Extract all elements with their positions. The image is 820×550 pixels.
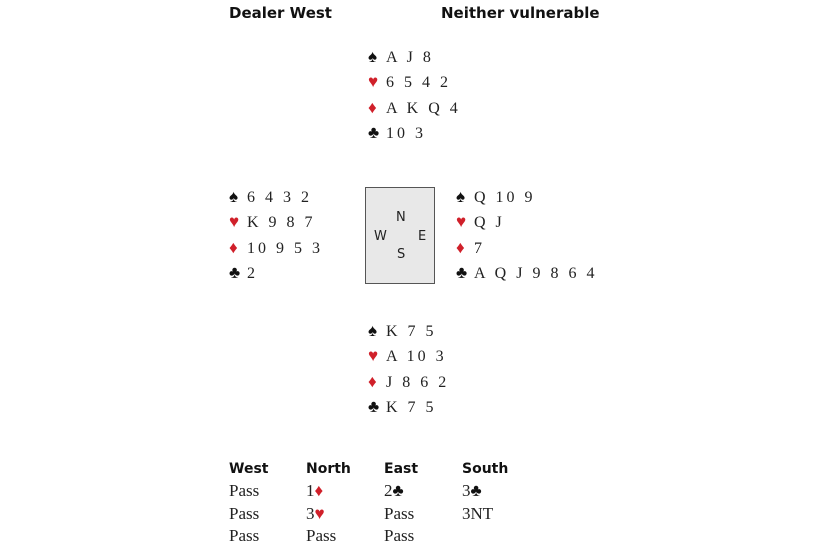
south-spades-row: ♠ K 7 5 [368, 319, 437, 343]
bid-text: Pass [384, 503, 415, 523]
south-clubs-row: ♣ K 7 5 [368, 395, 437, 419]
heart-icon: ♥ [314, 503, 325, 523]
auction-header-west: West [229, 461, 269, 477]
bid-text: 3 [306, 503, 315, 523]
card-list: Q 10 9 [474, 189, 536, 206]
north-clubs-row: ♣ 10 3 [368, 121, 426, 145]
auction-bid: Pass [229, 481, 259, 501]
bid-text: Pass [306, 526, 337, 545]
compass-east: E [418, 229, 427, 244]
card-list: 10 9 5 3 [247, 240, 323, 257]
compass-box: N W E S [365, 187, 435, 284]
card-list: J 8 6 2 [386, 374, 450, 391]
west-diamonds-row: ♦ 10 9 5 3 [229, 236, 323, 260]
west-clubs-row: ♣2 [229, 261, 258, 285]
compass-south: S [397, 247, 406, 262]
north-diamonds-row: ♦ A K Q 4 [368, 96, 461, 120]
card-list: 6 4 3 2 [247, 189, 312, 206]
card-list: A Q J 9 8 6 4 [474, 265, 598, 282]
card-list: 7 [474, 240, 485, 257]
south-diamonds-row: ♦ J 8 6 2 [368, 370, 449, 394]
bid-text: Pass [229, 503, 260, 523]
vulnerability-label: Neither vulnerable [441, 4, 600, 22]
auction-bid: 2♣ [384, 481, 404, 501]
bid-text: 3NT [462, 503, 494, 523]
card-list: Q J [474, 214, 505, 231]
east-clubs-row: ♣ A Q J 9 8 6 4 [456, 261, 597, 285]
diamond-icon: ♦ [368, 98, 377, 117]
bid-text: Pass [229, 481, 260, 500]
east-spades-row: ♠ Q 10 9 [456, 185, 536, 209]
bid-text: 1 [306, 481, 315, 500]
east-diamonds-row: ♦7 [456, 236, 485, 260]
club-icon: ♣ [470, 481, 482, 500]
diamond-icon: ♦ [368, 372, 377, 391]
auction-bid: 3♥ [306, 504, 325, 524]
club-icon: ♣ [368, 123, 380, 142]
compass-west: W [374, 229, 387, 244]
club-icon: ♣ [229, 263, 241, 282]
auction-bid: 3♣ [462, 481, 482, 501]
card-list: A 10 3 [386, 348, 447, 365]
north-hearts-row: ♥ 6 5 4 2 [368, 70, 451, 94]
spade-icon: ♠ [368, 321, 378, 340]
diamond-icon: ♦ [456, 238, 465, 257]
east-hearts-row: ♥ Q J [456, 210, 505, 234]
club-icon: ♣ [368, 397, 380, 416]
auction-bid: Pass [229, 504, 259, 524]
auction-header-north: North [306, 461, 351, 477]
auction-bid: 1♦ [306, 481, 323, 501]
spade-icon: ♠ [229, 187, 239, 206]
auction-bid: Pass [384, 504, 414, 524]
west-hearts-row: ♥ K 9 8 7 [229, 210, 316, 234]
spade-icon: ♠ [368, 47, 378, 66]
spade-icon: ♠ [456, 187, 466, 206]
compass-north: N [396, 210, 406, 225]
card-list: 6 5 4 2 [386, 74, 451, 91]
club-icon: ♣ [392, 481, 404, 500]
card-list: 2 [247, 265, 258, 282]
heart-icon: ♥ [456, 212, 467, 231]
auction-header-east: East [384, 461, 419, 477]
west-spades-row: ♠ 6 4 3 2 [229, 185, 312, 209]
heart-icon: ♥ [368, 346, 379, 365]
card-list: A K Q 4 [386, 100, 461, 117]
card-list: K 7 5 [386, 323, 437, 340]
bid-text: 3 [462, 481, 471, 500]
heart-icon: ♥ [229, 212, 240, 231]
dealer-label: Dealer West [229, 4, 332, 22]
north-spades-row: ♠ A J 8 [368, 45, 434, 69]
auction-bid: Pass [384, 526, 414, 546]
card-list: A J 8 [386, 49, 434, 66]
card-list: K 7 5 [386, 399, 437, 416]
bid-text: 2 [384, 481, 393, 500]
heart-icon: ♥ [368, 72, 379, 91]
auction-header-south: South [462, 461, 509, 477]
auction-bid: Pass [306, 526, 336, 546]
diamond-icon: ♦ [229, 238, 238, 257]
diamond-icon: ♦ [314, 481, 324, 500]
bid-text: Pass [229, 526, 260, 545]
auction-bid: Pass [229, 526, 259, 546]
club-icon: ♣ [456, 263, 468, 282]
card-list: K 9 8 7 [247, 214, 316, 231]
card-list: 10 3 [386, 125, 426, 142]
south-hearts-row: ♥ A 10 3 [368, 344, 447, 368]
bid-text: Pass [384, 526, 415, 545]
auction-bid: 3NT [462, 504, 493, 524]
